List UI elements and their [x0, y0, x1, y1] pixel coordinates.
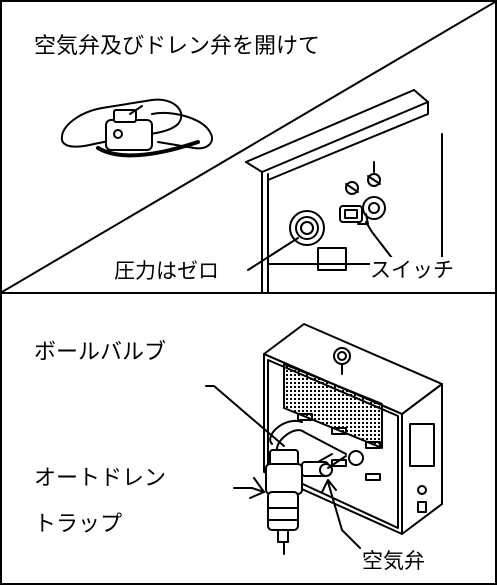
auto-drain-leader-line	[233, 487, 265, 493]
ball-valve-leader-line	[205, 385, 285, 447]
auto-drain-label-line2: トラップ	[34, 512, 123, 538]
ball-valve-label: ボールバルブ	[34, 340, 167, 366]
cabinet-illustration	[245, 89, 443, 292]
air-valve-label: 空気弁	[362, 548, 425, 574]
auto-drain-label-line1: オートドレン	[34, 466, 167, 492]
drain-valve-illustration	[60, 98, 213, 158]
switch-leader-line	[365, 221, 393, 259]
pressure-leader-line	[247, 237, 299, 271]
switch-arrow-head	[357, 213, 369, 225]
piping-illustration	[265, 419, 347, 555]
air-valve-leader-line	[327, 481, 361, 549]
diagonal-divider	[2, 2, 495, 292]
pressure-zero-label: 圧力はゼロ	[114, 258, 219, 284]
auto-drain-arrow-head	[249, 477, 265, 499]
top-panel: 空気弁及びドレン弁を開けて 圧力はゼロ スイッチ	[2, 2, 495, 294]
bottom-panel-drawing	[205, 323, 443, 555]
top-panel-drawing	[2, 2, 495, 292]
switch-label: スイッチ	[370, 257, 454, 283]
bottom-panel: ボールバルブ オートドレン トラップ 空気弁	[2, 294, 495, 583]
air-valve-arrow-head	[321, 479, 337, 493]
instruction-title: 空気弁及びドレン弁を開けて	[34, 34, 321, 59]
cabinet-back-illustration	[263, 323, 443, 535]
